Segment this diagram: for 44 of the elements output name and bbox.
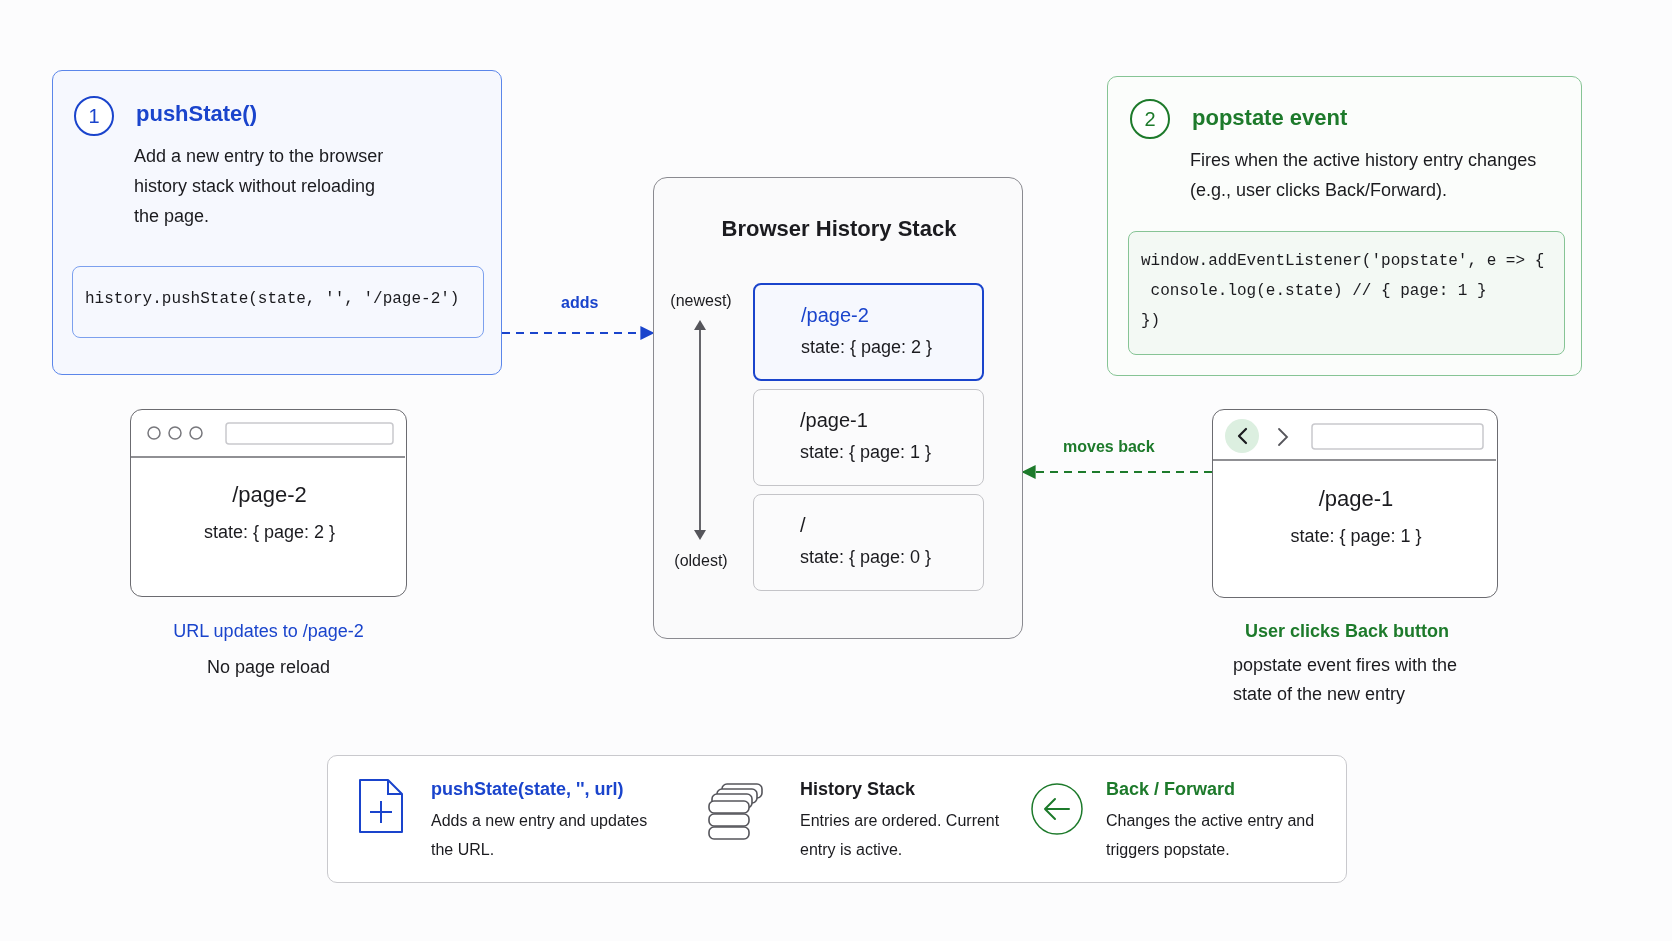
info-card xyxy=(1107,76,1582,376)
card-title: pushState() xyxy=(136,101,258,128)
item-description: Entries are ordered. Current entry is active. xyxy=(800,811,1001,860)
stack-entry xyxy=(753,389,984,486)
arrow xyxy=(1021,465,1213,479)
caption-title: User clicks Back button xyxy=(1243,621,1451,643)
entry-state: state: { page: 1 } xyxy=(800,442,932,464)
entry-path: /page-2 xyxy=(801,303,869,327)
item-description: Changes the active entry and triggers popstate. xyxy=(1106,811,1316,860)
browser-window xyxy=(1212,409,1498,598)
entry-path: / xyxy=(800,513,806,537)
panel-title: Browser History Stack xyxy=(720,216,958,243)
card-description: Add a new entry to the browser history stack without reloading the page. xyxy=(134,145,385,228)
item-description: Adds a new entry and updates the URL. xyxy=(431,811,649,860)
item-title: Back / Forward xyxy=(1106,779,1236,801)
code-text: window.addEventListener('popstate', e => { console.log(e.state) // { page: 1 } }) xyxy=(1141,251,1545,332)
caption-text: No page reload xyxy=(205,657,332,679)
arrow xyxy=(501,326,655,340)
stack-entry xyxy=(753,494,984,591)
entry-path: /page-1 xyxy=(800,408,868,432)
card-description: Fires when the active history entry changes (e.g., user clicks Back/Forward). xyxy=(1190,149,1538,202)
stack-entry xyxy=(753,283,984,381)
browser-window xyxy=(130,409,407,597)
item-title: pushState(state, '', url) xyxy=(431,779,624,801)
item-title: History Stack xyxy=(800,779,916,801)
code-block xyxy=(72,266,484,338)
stack-panel xyxy=(653,177,1023,639)
entry-state: state: { page: 0 } xyxy=(800,547,932,569)
caption-text: popstate event fires with the state of the new entry xyxy=(1233,654,1459,706)
card-title: popstate event xyxy=(1192,105,1349,132)
stack-end-label: (oldest) xyxy=(673,551,729,571)
entry-state: state: { page: 2 } xyxy=(801,337,933,359)
page-state: state: { page: 2 } xyxy=(202,522,337,544)
step-number: 1 xyxy=(74,96,114,136)
page-state: state: { page: 1 } xyxy=(1289,526,1423,548)
summary-panel xyxy=(327,755,1347,883)
stack-end-label: (newest) xyxy=(669,291,733,311)
page-path: /page-2 xyxy=(231,482,308,509)
info-card xyxy=(52,70,502,375)
page-path: /page-1 xyxy=(1317,486,1395,513)
code-block xyxy=(1128,231,1565,355)
caption-title: URL updates to /page-2 xyxy=(172,621,365,643)
code-text: history.pushState(state, '', '/page-2') xyxy=(85,290,460,310)
step-number: 2 xyxy=(1130,99,1170,139)
